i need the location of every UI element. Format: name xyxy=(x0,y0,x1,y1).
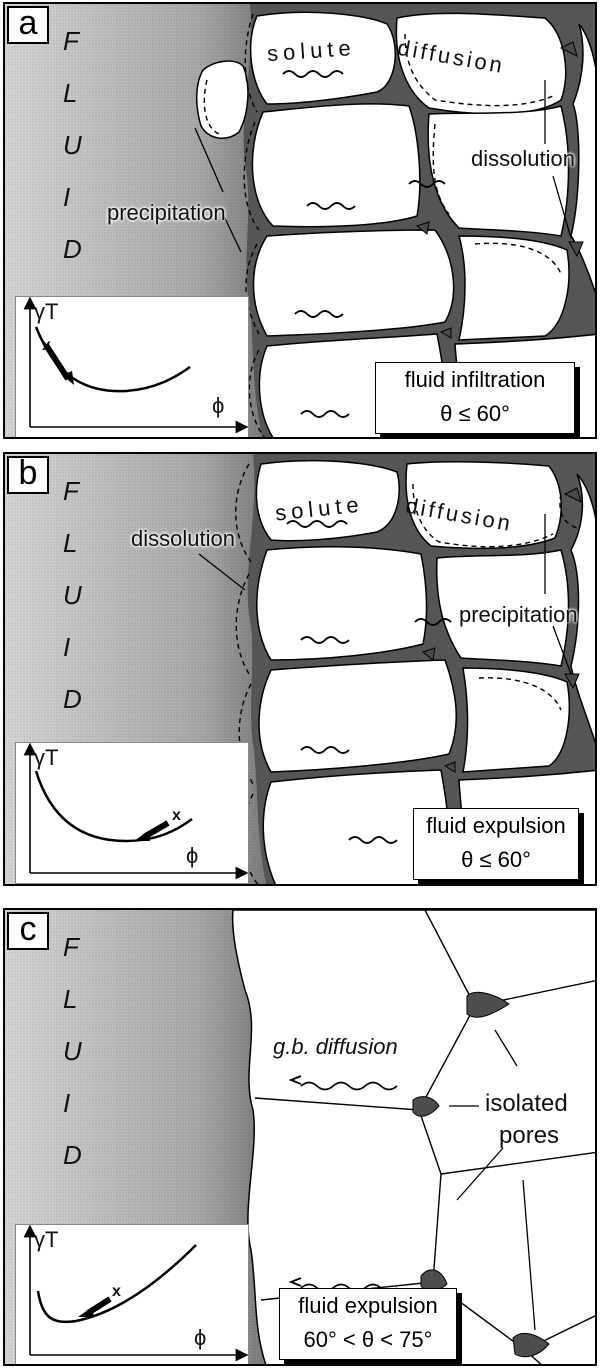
inset-ylabel: γT xyxy=(34,299,58,325)
fluid-letter: F xyxy=(63,476,79,507)
gamma-phi-inset: γT ϕ x xyxy=(15,742,249,884)
fluid-letter: U xyxy=(63,1036,82,1067)
panel-letter: a xyxy=(7,6,49,44)
grain xyxy=(254,230,454,336)
fluid-letter: I xyxy=(63,632,70,663)
gamma-phi-inset: γT ϕ x xyxy=(15,1224,249,1366)
fluid-letter: U xyxy=(63,130,82,161)
fluid-letter: I xyxy=(63,1088,70,1119)
fluid-letter: F xyxy=(63,26,79,57)
panel-letter: b xyxy=(7,456,49,494)
condition-line-2: θ ≤ 60° xyxy=(414,843,578,877)
condition-line-1: fluid infiltration xyxy=(376,363,574,397)
grain xyxy=(259,660,456,772)
inset-marker: x xyxy=(172,807,181,825)
panel-letter: c xyxy=(7,912,49,950)
fluid-letter: D xyxy=(63,1140,82,1171)
fluid-letter: F xyxy=(63,932,79,963)
pores-label: pores xyxy=(499,1122,559,1150)
condition-box: fluid infiltration θ ≤ 60° xyxy=(375,362,575,434)
precipitation-label: precipitation xyxy=(459,602,578,628)
condition-box: fluid expulsion 60° < θ < 75° xyxy=(279,1288,457,1360)
fluid-letter: I xyxy=(63,182,70,213)
panel-b: b F L U I D solute diffusion dissolution… xyxy=(3,452,597,886)
grain xyxy=(463,668,569,772)
condition-line-1: fluid expulsion xyxy=(280,1289,456,1323)
condition-line-2: θ ≤ 60° xyxy=(376,397,574,431)
panel-a: a F L U I D solute diffusion dissolution… xyxy=(3,2,597,439)
inset-xlabel: ϕ xyxy=(186,843,198,869)
dissolution-label: dissolution xyxy=(471,146,575,172)
inset-xlabel: ϕ xyxy=(212,393,224,419)
grain xyxy=(459,236,569,340)
condition-box: fluid expulsion θ ≤ 60° xyxy=(413,808,579,880)
condition-line-1: fluid expulsion xyxy=(414,809,578,843)
inset-xlabel: ϕ xyxy=(194,1325,206,1351)
inset-marker: x xyxy=(112,1283,121,1301)
inset-ylabel: γT xyxy=(34,745,58,771)
fluid-letter: L xyxy=(63,528,77,559)
gamma-phi-inset: γT ϕ x xyxy=(15,296,249,438)
condition-line-2: 60° < θ < 75° xyxy=(280,1323,456,1357)
fluid-letter: L xyxy=(63,78,77,109)
fluid-letter: L xyxy=(63,984,77,1015)
gb-diffusion-label: g.b. diffusion xyxy=(273,1034,398,1060)
fluid-letter: D xyxy=(63,684,82,715)
inset-marker: x xyxy=(42,337,51,355)
dissolution-label: dissolution xyxy=(131,526,235,552)
fluid-letter: D xyxy=(63,234,82,265)
inset-ylabel: γT xyxy=(34,1227,58,1253)
precipitation-label: precipitation xyxy=(107,200,226,226)
fluid-letter: U xyxy=(63,580,82,611)
grain xyxy=(252,104,419,227)
panel-c: c F L U I D g.b. diffusion isolated pore… xyxy=(3,908,597,1366)
isolated-label: isolated xyxy=(485,1090,568,1118)
